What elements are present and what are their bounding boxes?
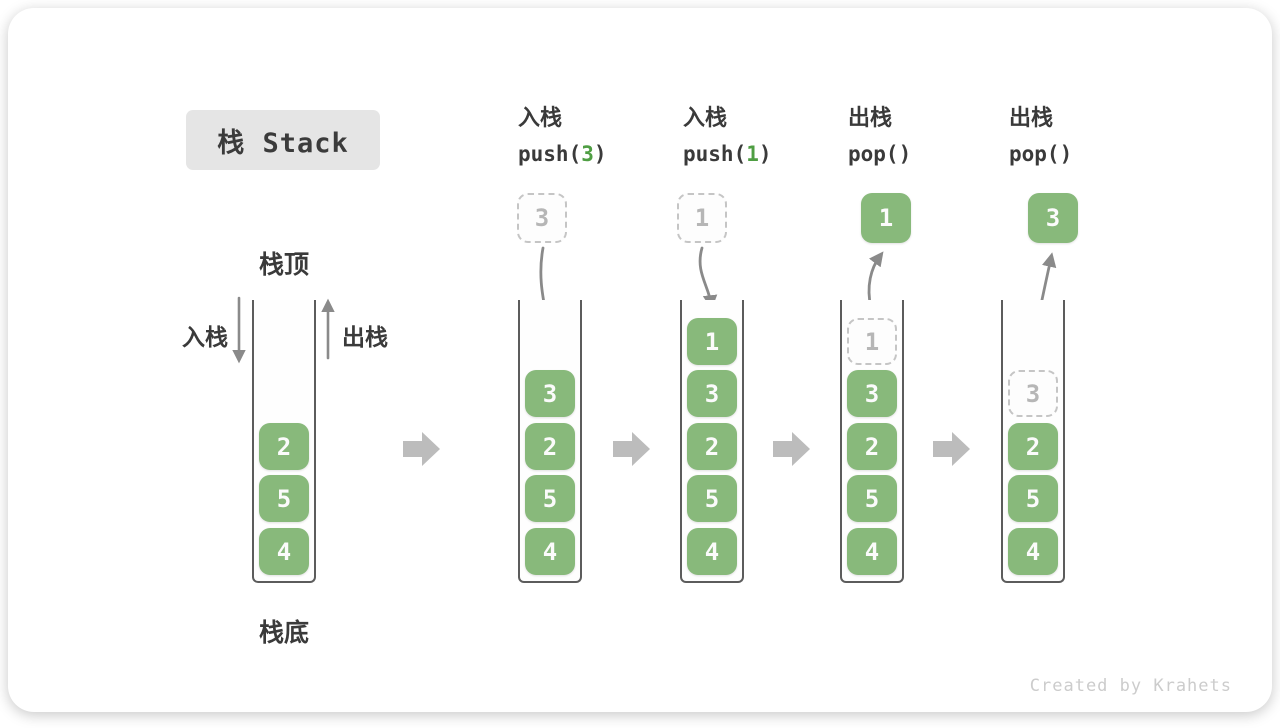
stack-item: 4 (687, 528, 737, 575)
credit-text: Created by Krahets (1029, 676, 1232, 696)
code-arg: 1 (746, 142, 759, 166)
operation-code-label: push(3) (518, 141, 607, 167)
operation-header-pop-3: 出栈 pop() (1009, 106, 1072, 167)
stack-item: 5 (1008, 475, 1058, 522)
stack-item-ghost: 1 (847, 318, 897, 365)
stack-item: 4 (525, 528, 575, 575)
pop-side-label: 出栈 (342, 325, 388, 351)
operation-cjk-label: 出栈 (1009, 106, 1054, 131)
operation-cjk-label: 入栈 (683, 106, 728, 131)
stack-item: 2 (525, 423, 575, 470)
stack-item: 2 (687, 423, 737, 470)
stack-item: 1 (687, 318, 737, 365)
code-post: ) (1059, 142, 1073, 166)
popped-value-box: 1 (861, 193, 911, 243)
code-post: ) (758, 142, 772, 166)
step-arrow-icon (613, 432, 650, 466)
step-arrow-icon (773, 432, 810, 466)
code-arg: 3 (581, 142, 594, 166)
code-pre: pop( (848, 142, 899, 166)
step-arrow-icon (403, 432, 440, 466)
operation-code-label: pop() (1009, 141, 1072, 167)
operation-header-push-1: 入栈 push(1) (683, 106, 772, 167)
code-pre: push( (518, 142, 582, 166)
operation-header-pop-1: 出栈 pop() (848, 106, 911, 167)
push-flow-arrow-icon (698, 246, 718, 310)
stack-item-ghost: 3 (1008, 370, 1058, 417)
stack-item: 2 (1008, 423, 1058, 470)
code-post: ) (898, 142, 912, 166)
stack-item: 3 (525, 370, 575, 417)
operation-code-label: pop() (848, 141, 911, 167)
stack-top-label: 栈顶 (258, 250, 309, 279)
stack-item: 4 (259, 528, 309, 575)
push-side-label: 入栈 (182, 325, 228, 351)
stack-item: 5 (847, 475, 897, 522)
stack-item: 3 (687, 370, 737, 417)
incoming-value-box: 1 (677, 193, 727, 243)
incoming-value-box: 3 (517, 193, 567, 243)
popped-value-box: 3 (1028, 193, 1078, 243)
stack-item: 3 (847, 370, 897, 417)
code-post: ) (593, 142, 607, 166)
stack-item: 5 (259, 475, 309, 522)
operation-header-push-3: 入栈 push(3) (518, 106, 607, 167)
operation-cjk-label: 入栈 (518, 106, 563, 131)
step-arrow-icon (933, 432, 970, 466)
code-pre: push( (683, 142, 747, 166)
stack-item: 5 (687, 475, 737, 522)
stack-item: 4 (1008, 528, 1058, 575)
operation-code-label: push(1) (683, 141, 772, 167)
title-text: 栈 Stack (217, 127, 349, 159)
title-badge: 栈 Stack (186, 110, 380, 170)
operation-cjk-label: 出栈 (848, 106, 893, 131)
stack-bottom-label: 栈底 (258, 618, 309, 647)
stack-item: 2 (847, 423, 897, 470)
stack-item: 5 (525, 475, 575, 522)
code-pre: pop( (1009, 142, 1060, 166)
stack-item: 4 (847, 528, 897, 575)
stack-item: 2 (259, 423, 309, 470)
